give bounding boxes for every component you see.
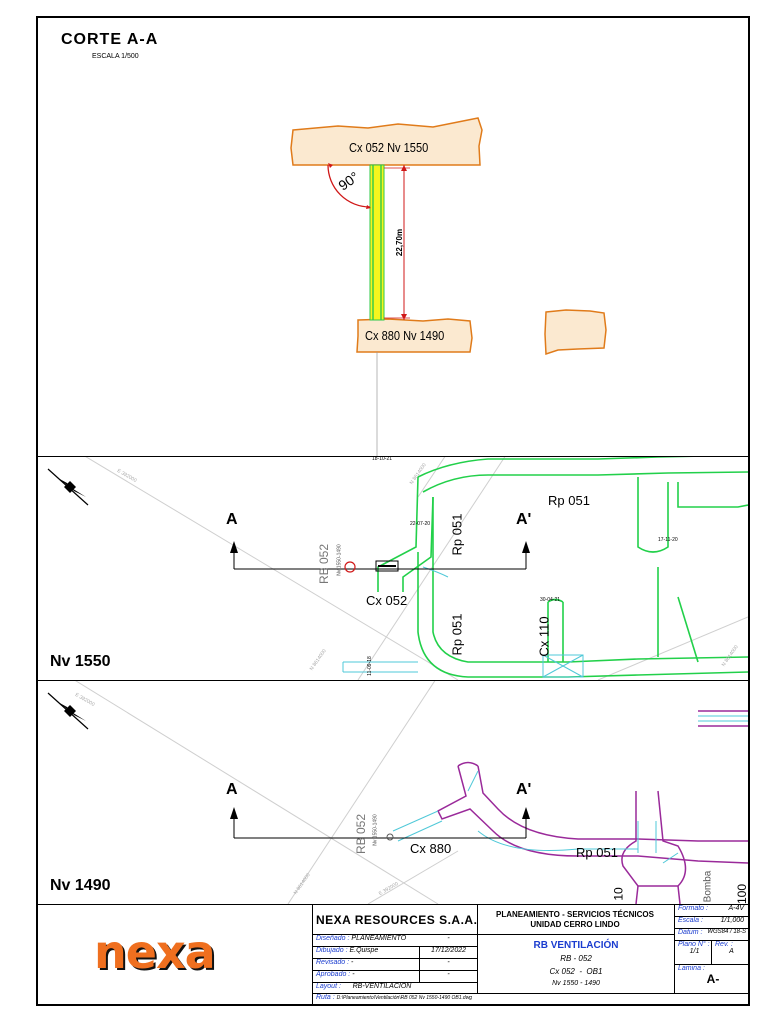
raise-marker-1550 bbox=[344, 561, 356, 573]
rb052-sub-1550: Nv 1550-1490 bbox=[336, 544, 343, 576]
row-revisado: Revisado : - bbox=[313, 959, 420, 971]
section-a-left-1490: A bbox=[226, 781, 238, 798]
raise-marker-1490 bbox=[386, 833, 394, 841]
row-aprobado: Aprobado : - bbox=[313, 971, 420, 983]
north-arrow-1550 bbox=[47, 468, 89, 506]
project-title: RB VENTILACIÓN bbox=[533, 940, 619, 951]
plan-1550-drawing bbox=[47, 457, 748, 680]
plano-cell: Plano N° : 1/1 bbox=[675, 941, 712, 965]
datum-cell: Datum : WGS84 / 18-S bbox=[675, 929, 748, 941]
project-line2: Cx 052 - OB1 bbox=[549, 967, 603, 976]
ruta-row: Ruta : D:\Planeamiento\Ventilación\RB 05… bbox=[316, 994, 473, 1001]
company-cell: NEXA RESOURCES S.A.A. bbox=[313, 905, 478, 935]
divider-line-2 bbox=[38, 680, 748, 681]
escala-cell: Escala : 1/1,000 bbox=[675, 917, 748, 929]
north-arrow-1490 bbox=[47, 692, 89, 730]
row-revisado-date: - bbox=[420, 959, 478, 971]
rb052-sub-1490: Nv 1550-1490 bbox=[372, 814, 379, 846]
plan-1490-drawing bbox=[47, 681, 748, 904]
row-disenado-date: - bbox=[420, 935, 478, 947]
plan-nv1550: A A' RB 052 Nv 1550-1490 Cx 052 Rp 051 R… bbox=[38, 457, 748, 680]
date-c: 30-04-21 bbox=[540, 597, 561, 603]
section-drawing bbox=[290, 117, 607, 457]
section-a-right-1550: A' bbox=[516, 511, 532, 528]
top-gallery-label: Cx 052 Nv 1550 bbox=[349, 140, 429, 155]
bottom-gallery-label: Cx 880 Nv 1490 bbox=[365, 328, 445, 343]
logo-area: nexa bbox=[38, 905, 313, 1004]
rb052-label-1550: RB 052 bbox=[317, 543, 332, 585]
date-d: 11-09-18 bbox=[366, 656, 373, 676]
gallery-right-outline bbox=[544, 309, 607, 356]
project-cell: RB VENTILACIÓN RB - 052 Cx 052 - OB1 Nv … bbox=[478, 935, 675, 994]
project-line1: RB - 052 bbox=[560, 954, 592, 963]
gallery-cx880-outline bbox=[356, 318, 473, 353]
date-b: 17-11-20 bbox=[658, 537, 678, 543]
row-dibujado: Dibujado : E.Quispe bbox=[313, 947, 420, 959]
dept-cell: PLANEAMIENTO - SERVICIOS TÉCNICOS UNIDAD… bbox=[478, 905, 675, 935]
company-name: NEXA RESOURCES S.A.A. bbox=[316, 913, 478, 927]
level-label-1550: Nv 1550 bbox=[50, 653, 111, 670]
date-a: 22-07-20 bbox=[410, 521, 431, 527]
cut-label-2: 100 bbox=[735, 883, 748, 904]
rp051-label-1490: Rp 051 bbox=[576, 845, 618, 860]
drawing-sheet: CORTE A-A ESCALA 1/500 Cx bbox=[36, 16, 750, 1006]
dept-line1: PLANEAMIENTO - SERVICIOS TÉCNICOS bbox=[496, 910, 654, 919]
section-scale: ESCALA 1/500 bbox=[92, 53, 139, 60]
row-dibujado-date: 17/12/2022 bbox=[420, 947, 478, 959]
section-title: CORTE A-A bbox=[61, 31, 159, 48]
cx052-label: Cx 052 bbox=[366, 593, 408, 608]
row-layout: Layout : RB-VENTILACION bbox=[313, 983, 478, 994]
plan-nv1490: A A' RB 052 Nv 1550-1490 Cx 880 Rp 051 B… bbox=[38, 681, 748, 904]
rp051-top-label: Rp 051 bbox=[548, 493, 590, 508]
formato-cell: Formato : A-4V bbox=[675, 905, 748, 917]
rp051-mid-label: Rp 051 bbox=[449, 613, 465, 656]
cx880-label: Cx 880 bbox=[410, 841, 452, 856]
section-view: CORTE A-A ESCALA 1/500 Cx bbox=[38, 18, 748, 457]
height-label: 22,70m bbox=[395, 228, 405, 257]
divider-line-3 bbox=[38, 904, 748, 905]
lamina-value: A- bbox=[706, 972, 720, 986]
gallery-cx052-outline bbox=[290, 117, 483, 166]
rp051-left-label: Rp 051 bbox=[449, 513, 465, 556]
angle-arc bbox=[327, 164, 371, 208]
divider-line bbox=[38, 456, 748, 457]
cx110-label: Cx 110 bbox=[536, 616, 552, 657]
cut-label: 10 bbox=[611, 887, 626, 901]
rev-cell: Rev. : A bbox=[712, 941, 748, 965]
date-top: 18-10-21 bbox=[372, 457, 393, 462]
raise-body bbox=[369, 164, 385, 321]
level-label-1490: Nv 1490 bbox=[50, 877, 111, 894]
project-line3: Nv 1550 - 1490 bbox=[552, 980, 600, 987]
galleries-1550 bbox=[377, 457, 748, 678]
cyan-lines-1550 bbox=[342, 566, 584, 678]
lamina-cell: Lamina : A- bbox=[675, 965, 748, 994]
bomba-label: Bomba bbox=[702, 870, 714, 903]
dept-line2: UNIDAD CERRO LINDO bbox=[530, 920, 620, 929]
nexa-logo: nexa bbox=[94, 925, 216, 979]
title-block: nexa NEXA RESOURCES S.A.A. PLANEAMIENTO … bbox=[38, 905, 748, 1004]
rb052-label-1490: RB 052 bbox=[354, 813, 369, 855]
galleries-1490 bbox=[437, 710, 748, 904]
section-a-right-1490: A' bbox=[516, 781, 532, 798]
row-aprobado-date: - bbox=[420, 971, 478, 983]
section-a-left-1550: A bbox=[226, 511, 238, 528]
